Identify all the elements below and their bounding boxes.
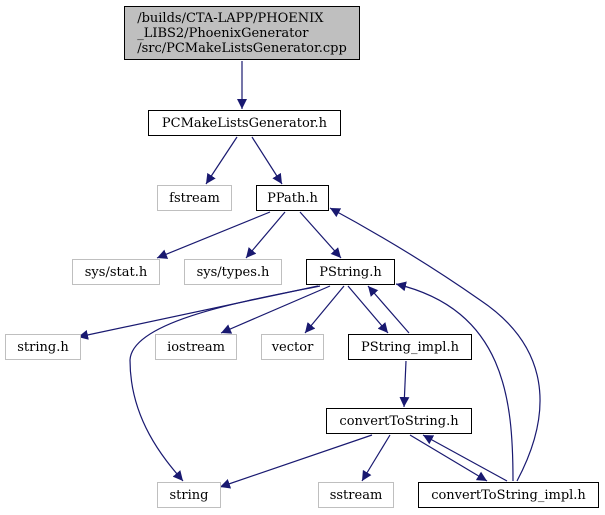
node-fstream: fstream [157,185,232,211]
node-string-h: string.h [5,334,81,360]
edge-converttostring-impl-h-to-ppath-h [329,207,541,482]
edge-converttostring-impl-h-to-pstring-h [395,281,514,482]
node-converttostring-impl-h[interactable]: convertToString_impl.h [418,482,599,508]
node-string: string [157,482,221,508]
node-pcmakelistsgenerator-cpp[interactable]: /builds/CTA-LAPP/PHOENIX _LIBS2/PhoenixG… [124,6,360,60]
root-label-line-1: /builds/CTA-LAPP/PHOENIX [137,10,324,26]
node-pstring-h[interactable]: PString.h [306,259,395,285]
node-vector: vector [261,334,324,360]
node-pstring-impl-h[interactable]: PString_impl.h [348,334,472,360]
node-sstream: sstream [318,482,394,508]
edge-converttostring-h-to-string [219,434,373,489]
node-iostream: iostream [155,334,237,360]
root-label-line-3: /src/PCMakeListsGenerator.cpp [137,40,347,56]
node-converttostring-h[interactable]: convertToString.h [326,408,472,434]
edge-ppath-h-to-pstring-h [299,211,342,259]
edge-pcmakelists-h-to-ppath-h [251,136,283,185]
edge-pstring-h-to-vector [304,285,345,334]
edge-converttostring-h-to-sstream [361,434,391,482]
edge-pstring-impl-h-to-converttostring-h [399,360,410,408]
node-sys-types-h: sys/types.h [184,259,282,285]
edge-pstring-h-to-iostream [220,285,331,334]
edge-pstring-impl-h-to-pstring-h [367,285,410,334]
edge-converttostring-h-to-converttostring-impl-h [409,434,488,482]
edge-converttostring-impl-h-to-converttostring-h [422,434,508,482]
root-label-line-2: _LIBS2/PhoenixGenerator [137,25,309,41]
edge-pcmakelists-h-to-fstream [205,136,238,185]
node-pcmakelistsgenerator-h[interactable]: PCMakeListsGenerator.h [148,110,341,136]
node-sys-stat-h: sys/stat.h [72,259,160,285]
node-ppath-h[interactable]: PPath.h [256,185,329,211]
edge-ppath-h-to-sys-stat-h [156,211,271,259]
edge-pstring-h-to-string [129,285,321,482]
edge-pstring-h-to-pstring-impl-h [347,285,389,334]
edge-ppath-h-to-sys-types-h [245,211,286,259]
